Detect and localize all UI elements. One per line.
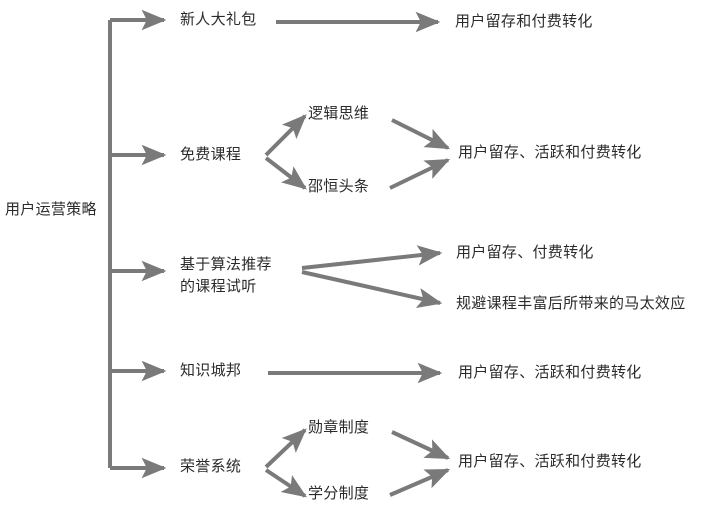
connector-free-course-to-logic-thinking [264,114,307,157]
outcome-newcomer-gift: 用户留存和付费转化 [455,13,593,30]
connector-medal-to-outcome [391,430,451,460]
connector-honor-system-to-credit [264,468,307,498]
connector-shaoheng-toutiao-to-outcome [389,158,451,190]
node-algorithm-trial-line2: 的课程试听 [180,278,257,295]
connector-honor-system-to-medal [264,428,307,469]
outcome-free-course: 用户留存、活跃和付费转化 [458,144,642,161]
node-newcomer-gift: 新人大礼包 [180,11,257,28]
node-shaoheng-toutiao: 邵恒头条 [308,178,370,195]
outcome-honor-system: 用户留存、活跃和付费转化 [458,453,642,470]
node-logic-thinking: 逻辑思维 [308,105,370,122]
connector-algorithm-trial-to-outcome-matthew [301,270,443,309]
node-medal-system: 勋章制度 [308,419,370,436]
outcome-algorithm-trial-matthew: 规避课程丰富后所带来的马太效应 [456,295,686,312]
connector-free-course-to-shaoheng-toutiao [264,156,307,190]
connector-credit-to-outcome [389,468,451,497]
node-algorithm-trial-line1: 基于算法推荐 [180,256,272,273]
node-free-course: 免费课程 [180,146,242,163]
node-credit-system: 学分制度 [308,485,370,502]
node-honor-system: 荣誉系统 [180,458,242,475]
root-node-label: 用户运营策略 [5,201,97,218]
connector-algorithm-trial-to-outcome-retention [301,245,443,270]
connector-logic-thinking-to-outcome [391,118,451,150]
outcome-knowledge-city: 用户留存、活跃和付费转化 [458,364,642,381]
node-knowledge-city: 知识城邦 [180,362,242,379]
outcome-algorithm-trial-retention: 用户留存、付费转化 [456,244,594,261]
